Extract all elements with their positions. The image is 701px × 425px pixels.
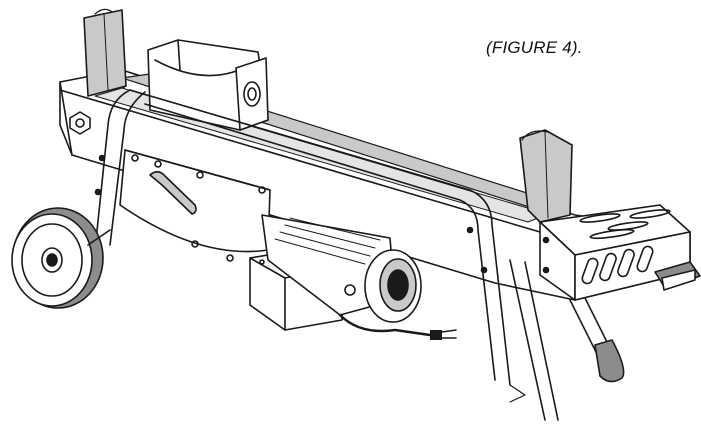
push-plate: [147, 39, 269, 131]
wheel: [11, 207, 111, 309]
electric-motor: [261, 214, 422, 323]
frame-handle: [87, 89, 526, 403]
rear-end-plate: [83, 8, 127, 97]
hydraulic-cylinder: [119, 149, 271, 262]
front-housing: [539, 204, 701, 301]
rear-hex-bolt: [69, 111, 91, 135]
front-leg: [569, 297, 625, 383]
figure-caption: (FIGURE 4).: [486, 38, 583, 57]
splitting-wedge: [519, 129, 573, 223]
rear-leg: [509, 259, 559, 421]
power-cord: [338, 313, 457, 340]
